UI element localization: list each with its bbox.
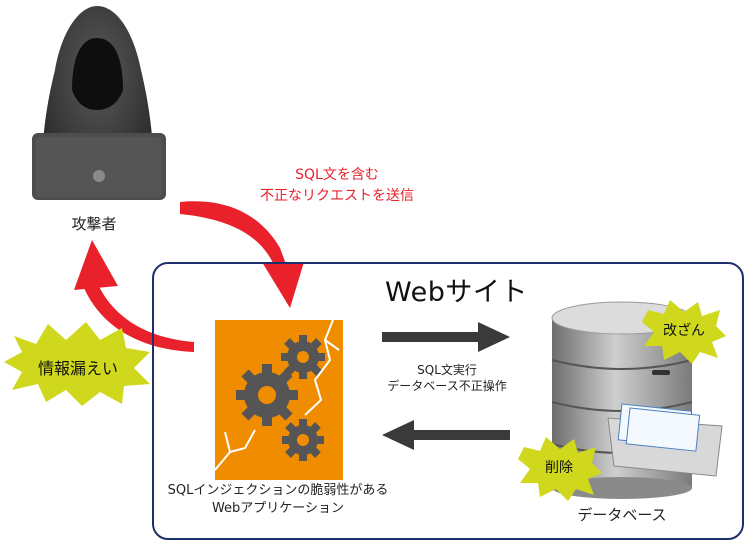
website-title: Webサイト <box>385 277 528 308</box>
web-app-label: SQLインジェクションの脆弱性がある Webアプリケーション <box>153 482 403 518</box>
crack-lines <box>215 320 340 471</box>
execute-label-line1: SQL文実行 <box>417 363 477 377</box>
web-app-icon <box>215 320 343 480</box>
delete-badge: 削除 <box>545 460 573 476</box>
delete-burst <box>518 437 602 501</box>
request-label-line2: 不正なリクエストを送信 <box>260 188 414 204</box>
tamper-burst <box>642 300 726 364</box>
drawer-tray <box>607 403 723 477</box>
tamper-badge: 改ざん <box>663 323 705 339</box>
leak-arrow <box>74 240 194 352</box>
request-label-line1: SQL文を含む <box>295 167 379 183</box>
request-arrow <box>180 201 304 308</box>
gear-bottom-icon <box>282 419 324 461</box>
gear-large-icon <box>236 364 298 426</box>
web-app-label-line2: Webアプリケーション <box>211 501 345 516</box>
execute-label-line2: データベース不正操作 <box>387 379 507 393</box>
attacker-label: 攻撃者 <box>71 215 117 233</box>
database-label: データベース <box>577 506 667 524</box>
attacker-figure <box>32 6 166 200</box>
leak-burst <box>4 322 150 406</box>
website-frame <box>152 262 744 540</box>
execute-label: SQL文実行 データベース不正操作 <box>372 362 522 394</box>
face-shadow <box>72 38 123 110</box>
gear-top-icon <box>281 335 325 379</box>
leak-badge: 情報漏えい <box>37 359 118 378</box>
request-label: SQL文を含む 不正なリクエストを送信 <box>252 165 422 207</box>
laptop-logo <box>93 170 105 182</box>
return-arrow <box>382 420 510 450</box>
web-app-label-line1: SQLインジェクションの脆弱性がある <box>167 483 389 498</box>
execute-arrow <box>382 322 510 352</box>
